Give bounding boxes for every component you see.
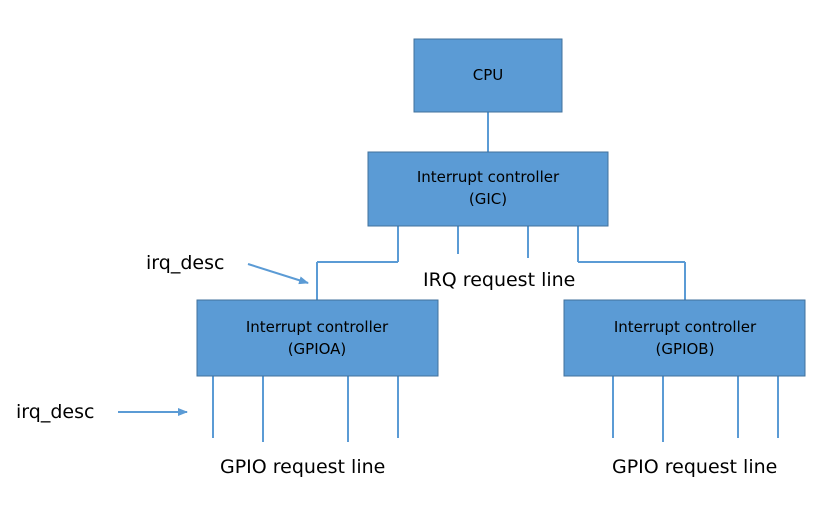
gpiob-controller-subtitle: (GPIOB) bbox=[656, 340, 715, 358]
gpiob-controller-node: Interrupt controller (GPIOB) bbox=[563, 299, 806, 377]
gic-controller-title: Interrupt controller bbox=[417, 168, 560, 186]
gpio-request-line-left-label: GPIO request line bbox=[220, 456, 385, 478]
gpiob-controller-title: Interrupt controller bbox=[614, 318, 757, 336]
gic-controller-node: Interrupt controller (GIC) bbox=[367, 151, 609, 227]
cpu-node: CPU bbox=[413, 38, 563, 113]
gpioa-controller-subtitle: (GPIOA) bbox=[288, 340, 347, 358]
irq-request-line-label: IRQ request line bbox=[423, 269, 575, 291]
cpu-node-label: CPU bbox=[473, 66, 504, 84]
gpioa-controller-title: Interrupt controller bbox=[246, 318, 389, 336]
irq-desc-upper-arrow bbox=[247, 263, 309, 285]
gpio-request-line-right-label: GPIO request line bbox=[612, 456, 777, 478]
irq-desc-upper-label: irq_desc bbox=[146, 252, 224, 274]
gic-controller-subtitle: (GIC) bbox=[469, 190, 507, 208]
gpioa-controller-node: Interrupt controller (GPIOA) bbox=[196, 299, 439, 377]
irq-desc-lower-label: irq_desc bbox=[16, 401, 94, 423]
